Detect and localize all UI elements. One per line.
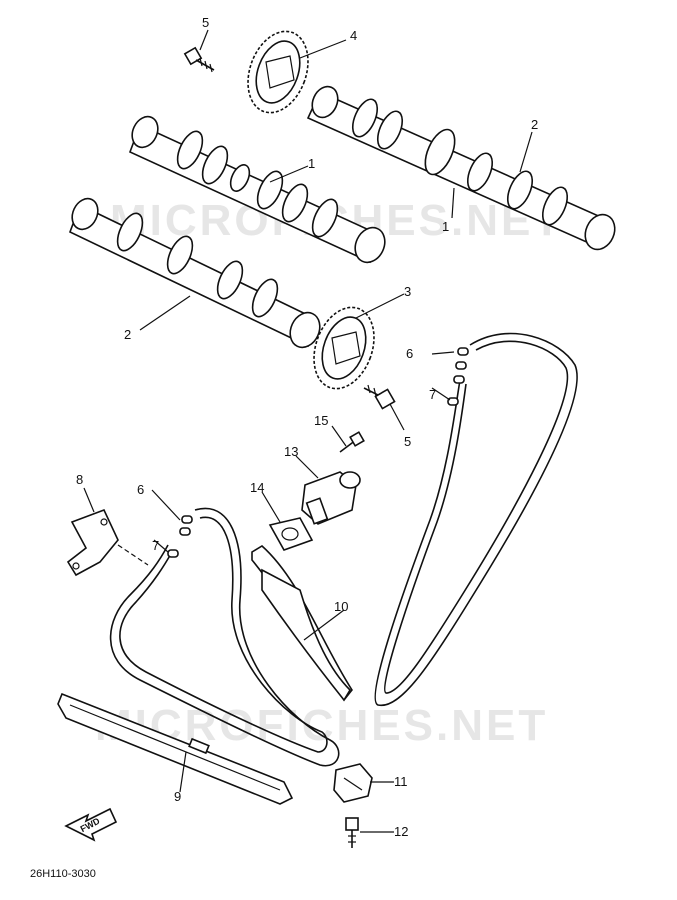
- callout-7-right: 7: [429, 387, 436, 402]
- bolt-upper: [183, 46, 215, 73]
- callout-7-left: 7: [152, 538, 159, 553]
- callout-12: 12: [394, 824, 408, 839]
- chain-link-right: [447, 347, 469, 406]
- callout-8: 8: [76, 472, 83, 487]
- bolt-middle: [363, 384, 396, 410]
- callout-9: 9: [174, 789, 181, 804]
- callout-6-left: 6: [137, 482, 144, 497]
- callout-2-left: 2: [124, 327, 131, 342]
- chain-link-left: [167, 515, 193, 558]
- chain-guide-lower: [57, 692, 294, 805]
- cam-chain-left: [109, 507, 340, 767]
- camshaft-upper-left: [128, 115, 386, 264]
- callout-15: 15: [314, 413, 328, 428]
- stopper-bolt: [345, 817, 359, 848]
- callout-6-right: 6: [406, 346, 413, 361]
- cam-chain-right: [374, 332, 578, 707]
- chain-guide: [251, 545, 353, 702]
- tensioner-bolt: [339, 431, 365, 453]
- chain-guide-bracket: [66, 508, 149, 577]
- fwd-arrow-icon: FWD: [64, 807, 118, 842]
- callout-14: 14: [250, 480, 264, 495]
- chain-tensioner: [301, 471, 361, 525]
- camshaft-upper-right: [306, 85, 616, 251]
- cam-sprocket-lower: [313, 306, 375, 390]
- callout-1-right: 1: [442, 219, 449, 234]
- callout-1-upper: 1: [308, 156, 315, 171]
- chain-guide-stopper: [333, 763, 373, 803]
- callout-5-top: 5: [202, 15, 209, 30]
- leader-lines: [83, 29, 533, 833]
- callout-3: 3: [404, 284, 411, 299]
- callout-13: 13: [284, 444, 298, 459]
- callout-4: 4: [350, 28, 357, 43]
- callout-11: 11: [394, 774, 408, 789]
- cam-sprocket-upper: [247, 30, 309, 114]
- callout-2-right: 2: [531, 117, 538, 132]
- callout-10: 10: [334, 599, 348, 614]
- diagram-reference-code: 26H110-3030: [30, 868, 96, 880]
- camshaft-lower-left: [68, 197, 321, 349]
- tensioner-gasket: [268, 517, 314, 551]
- callout-5-mid: 5: [404, 434, 411, 449]
